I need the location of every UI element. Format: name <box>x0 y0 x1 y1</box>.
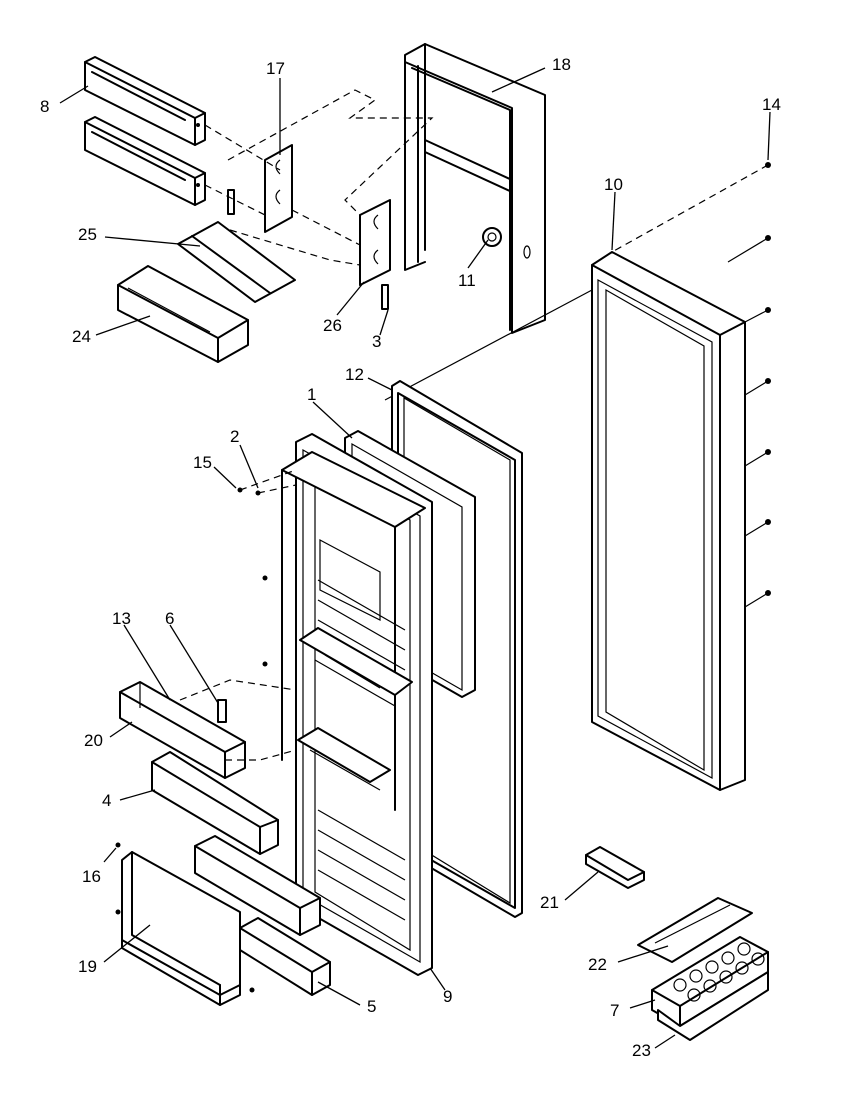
callout-labels: 8 17 18 14 10 25 11 24 26 3 12 1 2 15 13… <box>40 55 781 1060</box>
screw-side-2 <box>262 661 268 667</box>
callout-17: 17 <box>266 59 285 78</box>
callout-2: 2 <box>230 427 239 446</box>
callout-22: 22 <box>588 955 607 974</box>
hinge-bracket-lower <box>359 199 391 286</box>
door-outer-panel <box>591 251 746 791</box>
callout-11: 11 <box>458 271 476 290</box>
callout-24: 24 <box>72 327 91 346</box>
screw-16-c <box>249 987 255 993</box>
bin-clip-6 <box>217 699 227 723</box>
door-bin-4 <box>151 751 279 855</box>
callout-14: 14 <box>762 95 781 114</box>
callout-13: 13 <box>112 609 131 628</box>
door-shelf-rail-upper <box>84 56 206 146</box>
callout-1: 1 <box>307 385 316 404</box>
callout-25: 25 <box>78 225 97 244</box>
callout-12: 12 <box>345 365 364 384</box>
callout-5: 5 <box>367 997 376 1016</box>
callout-15: 15 <box>193 453 212 472</box>
door-screws <box>727 162 771 608</box>
hinge-pin-lower <box>381 284 389 310</box>
callout-3: 3 <box>372 332 381 351</box>
tray-cover <box>177 221 296 303</box>
callout-6: 6 <box>165 609 174 628</box>
hinge-bracket-upper <box>264 144 293 233</box>
screw-side-1 <box>262 575 268 581</box>
door-bin-upper-large <box>194 835 321 936</box>
liner-upper-compartment <box>281 451 426 811</box>
callout-4: 4 <box>102 791 111 810</box>
door-shelf-rail-lower <box>84 116 206 206</box>
door-bin-5 <box>239 917 331 996</box>
callout-9: 9 <box>443 987 452 1006</box>
screw-16-b <box>115 909 121 915</box>
utility-tray <box>117 265 249 363</box>
liner-shelf-upper <box>299 627 413 707</box>
callout-18: 18 <box>552 55 571 74</box>
callout-20: 20 <box>84 731 103 750</box>
callout-7: 7 <box>610 1001 619 1020</box>
callout-16: 16 <box>82 867 101 886</box>
callout-8: 8 <box>40 97 49 116</box>
door-frame-outer <box>404 43 546 334</box>
callout-19: 19 <box>78 957 97 976</box>
small-tray-21 <box>585 846 645 889</box>
callout-26: 26 <box>323 316 342 335</box>
callout-21: 21 <box>540 893 559 912</box>
hinge-pin-upper <box>227 189 235 215</box>
liner-shelf-lower <box>297 727 391 791</box>
screw-16-a <box>115 842 121 848</box>
callout-23: 23 <box>632 1041 651 1060</box>
door-bin-19 <box>121 851 241 1006</box>
leader-lines <box>59 67 771 1049</box>
callout-10: 10 <box>604 175 623 194</box>
ice-bin <box>657 971 769 1041</box>
door-bin-13 <box>119 681 246 779</box>
